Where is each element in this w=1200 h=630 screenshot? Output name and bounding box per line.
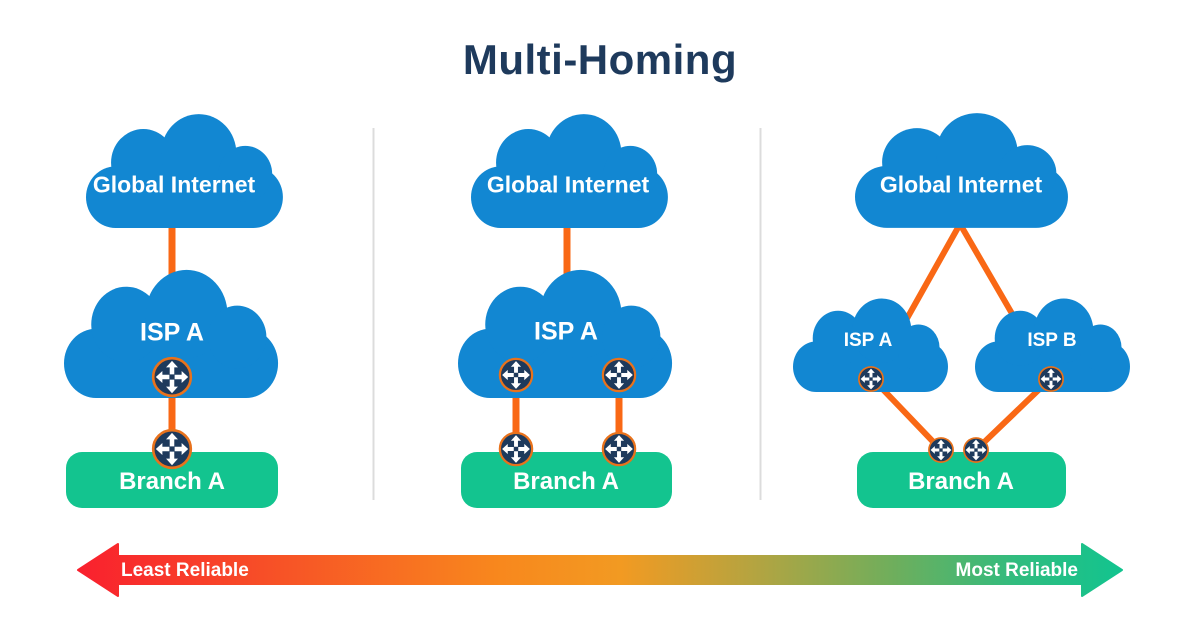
panel-1-graphics [64,114,283,508]
panel-3-graphics [793,113,1130,508]
router-icon [500,433,532,465]
branch-box [461,452,672,508]
router-icon [859,367,883,391]
router-icon [603,359,635,391]
branch-box [857,452,1066,508]
panel-2-graphics [458,114,673,508]
reliability-arrow [77,543,1123,597]
page-title: Multi-Homing [462,36,738,83]
cloud-shape [855,113,1068,228]
router-icon [500,359,532,391]
router-icon [929,438,953,462]
router-icon [964,438,988,462]
router-icon [153,430,191,468]
cloud-shape [471,114,668,228]
router-icon [153,358,191,396]
router-icon [1039,367,1063,391]
cloud-shape [458,269,673,398]
cloud-shape [86,114,283,228]
router-icon [603,433,635,465]
branch-box [66,452,278,508]
